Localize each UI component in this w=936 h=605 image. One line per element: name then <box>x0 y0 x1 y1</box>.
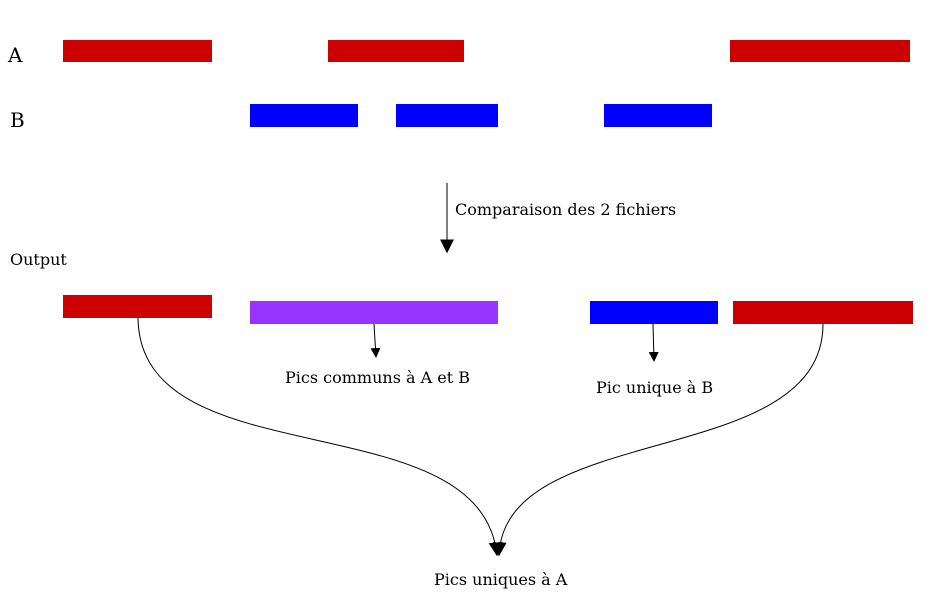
common-peaks-label: Pics communs à A et B <box>285 368 470 387</box>
output-unique-a-peak-1 <box>63 295 212 318</box>
unique-b-arrow <box>648 323 659 362</box>
file-b-peak-3 <box>604 104 712 127</box>
file-b-peak-2 <box>396 104 498 127</box>
file-a-peak-3 <box>730 40 910 62</box>
comparison-label: Comparaison des 2 fichiers <box>455 200 676 219</box>
row-a-label: A <box>7 43 23 67</box>
output-unique-b-peak <box>590 301 718 324</box>
unique-b-label: Pic unique à B <box>596 378 713 397</box>
file-b-peak-1 <box>250 104 358 127</box>
unique-a-curve-left <box>137 317 503 557</box>
file-a-peak-2 <box>328 40 464 62</box>
common-peaks-arrow <box>370 323 381 358</box>
output-label: Output <box>10 250 67 269</box>
row-b-label: B <box>10 108 25 132</box>
unique-a-label: Pics uniques à A <box>434 570 568 589</box>
output-unique-a-peak-2 <box>733 301 913 324</box>
output-common-peak <box>250 301 498 324</box>
unique-a-curve-right <box>492 323 824 557</box>
file-a-peak-1 <box>63 40 212 62</box>
